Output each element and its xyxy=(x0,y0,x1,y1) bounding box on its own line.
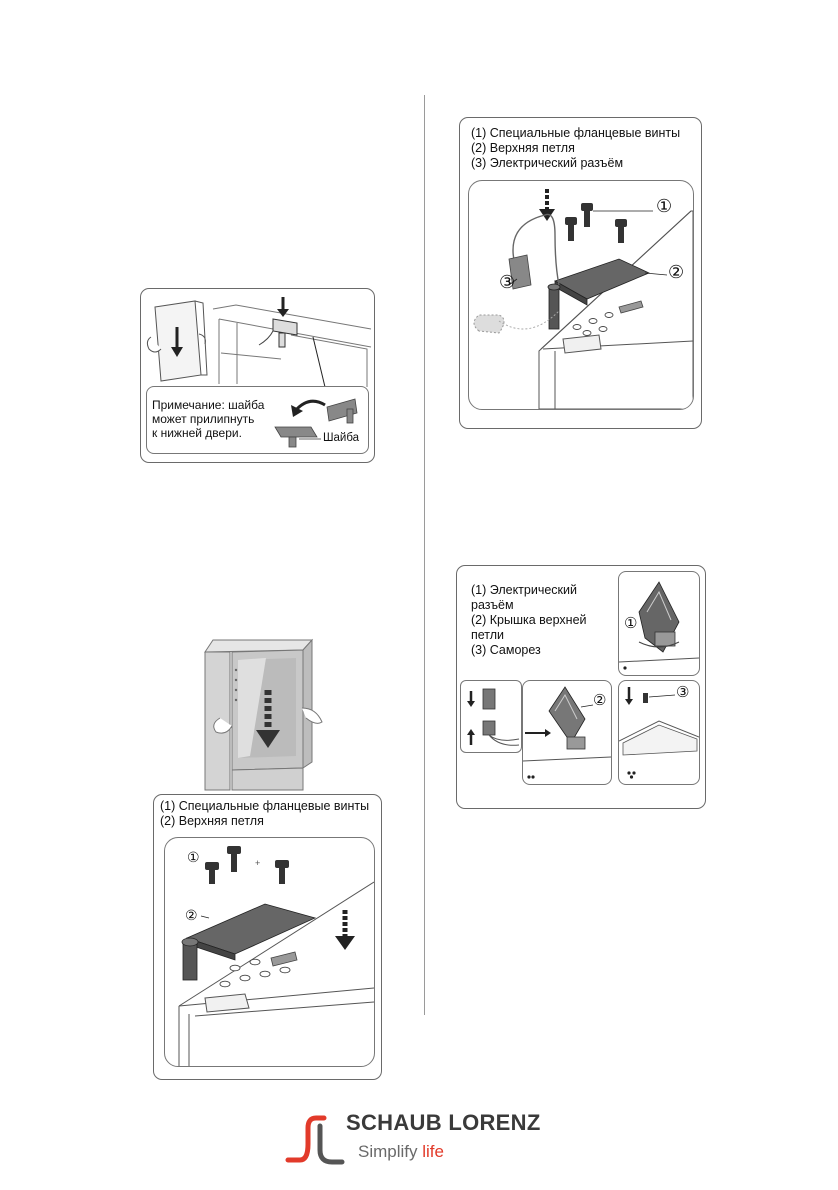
brand-logo: Schaub Lorenz Simplify life xyxy=(280,1100,570,1180)
caption-flange-screws: (1) Специальные фланцевые винты xyxy=(160,799,370,813)
caption-self-tapping-screw: (3) Саморез xyxy=(471,643,541,657)
hinge-connector-illustration: ① ② ③ xyxy=(468,180,694,410)
inset-plug xyxy=(460,680,522,753)
caption-hinge-cover-b: петли xyxy=(471,628,505,642)
marker-3: ③ xyxy=(676,684,690,701)
door-lift-illustration xyxy=(146,297,372,388)
washer-note-panel: Примечание: шайба может прилипнуть к ниж… xyxy=(146,386,369,454)
caption-hinge-cover-a: (2) Крышка верхней xyxy=(471,613,587,627)
column-divider xyxy=(424,95,425,1015)
note-line-2: может прилипнуть xyxy=(152,412,255,426)
hinge-mounting-illustration: + ① ② xyxy=(164,837,375,1067)
logo-mark-icon xyxy=(285,1115,345,1165)
marker-1: ① xyxy=(187,849,200,865)
inset-hinge-cover: ② xyxy=(522,680,612,785)
marker-2: ② xyxy=(593,692,607,709)
note-line-3: к нижней двери. xyxy=(152,426,242,440)
caption-electric-connector: (3) Электрический разъём xyxy=(471,156,624,170)
caption-upper-hinge: (2) Верхняя петля xyxy=(471,141,575,155)
inset-connector: ① xyxy=(618,571,700,676)
svg-text:+: + xyxy=(255,858,260,868)
figure-hinge-mounting: (1) Специальные фланцевые винты (2) Верх… xyxy=(153,794,382,1080)
brand-name-first: Schaub xyxy=(346,1110,442,1135)
washer-label: Шайба xyxy=(323,432,360,444)
note-line-1: Примечание: шайба xyxy=(152,398,265,412)
caption-upper-hinge: (2) Верхняя петля xyxy=(160,814,264,828)
tagline-second: life xyxy=(422,1142,444,1161)
inset-self-tapping-screw: ③ xyxy=(618,680,700,785)
figure-hinge-connector: (1) Специальные фланцевые винты (2) Верх… xyxy=(459,117,702,429)
brand-name-second: Lorenz xyxy=(448,1110,541,1135)
caption-electric-connector-b: разъём xyxy=(471,598,514,612)
marker-2: ② xyxy=(668,262,685,282)
figure-hinge-cover: (1) Электрический разъём (2) Крышка верх… xyxy=(456,565,706,809)
marker-1: ① xyxy=(624,615,638,632)
washer-illustration xyxy=(274,398,358,448)
figure-door-washer: Примечание: шайба может прилипнуть к ниж… xyxy=(140,288,375,463)
marker-1: ① xyxy=(656,196,673,216)
caption-electric-connector-a: (1) Электрический xyxy=(471,583,577,597)
marker-2: ② xyxy=(185,907,198,923)
caption-flange-screws: (1) Специальные фланцевые винты xyxy=(471,126,681,140)
marker-3: ③ xyxy=(499,272,516,292)
tagline-first: Simplify xyxy=(358,1142,418,1161)
